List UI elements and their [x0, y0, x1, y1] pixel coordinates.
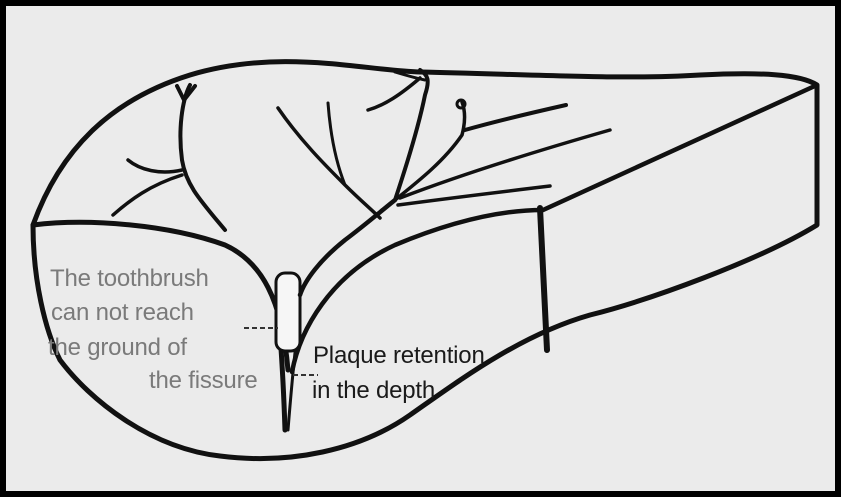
plaque-label-line1: Plaque retention [313, 341, 485, 370]
fissure-branch [113, 175, 182, 215]
plaque-label-line2: in the depth [312, 376, 435, 405]
toothbrush-label-line1: The toothbrush [50, 264, 209, 293]
toothbrush-label-line4: the fissure [149, 366, 258, 395]
diagram-frame: The toothbrush can not reach the ground … [6, 6, 835, 491]
fissure-branch [400, 130, 610, 198]
fissure-branch [465, 105, 566, 130]
toothbrush-label-line3: the ground of [48, 333, 187, 362]
tooth-fissure-drawing [6, 6, 835, 491]
fissure-branch [128, 160, 182, 172]
toothbrush-bristle [276, 273, 300, 351]
fissure-branch [368, 78, 420, 110]
fissure-branch [300, 200, 395, 295]
fissure-branch [395, 70, 428, 200]
fissure-branch [180, 85, 225, 230]
block-vertical-edge [540, 208, 547, 350]
toothbrush-label-line2: can not reach [51, 298, 194, 327]
